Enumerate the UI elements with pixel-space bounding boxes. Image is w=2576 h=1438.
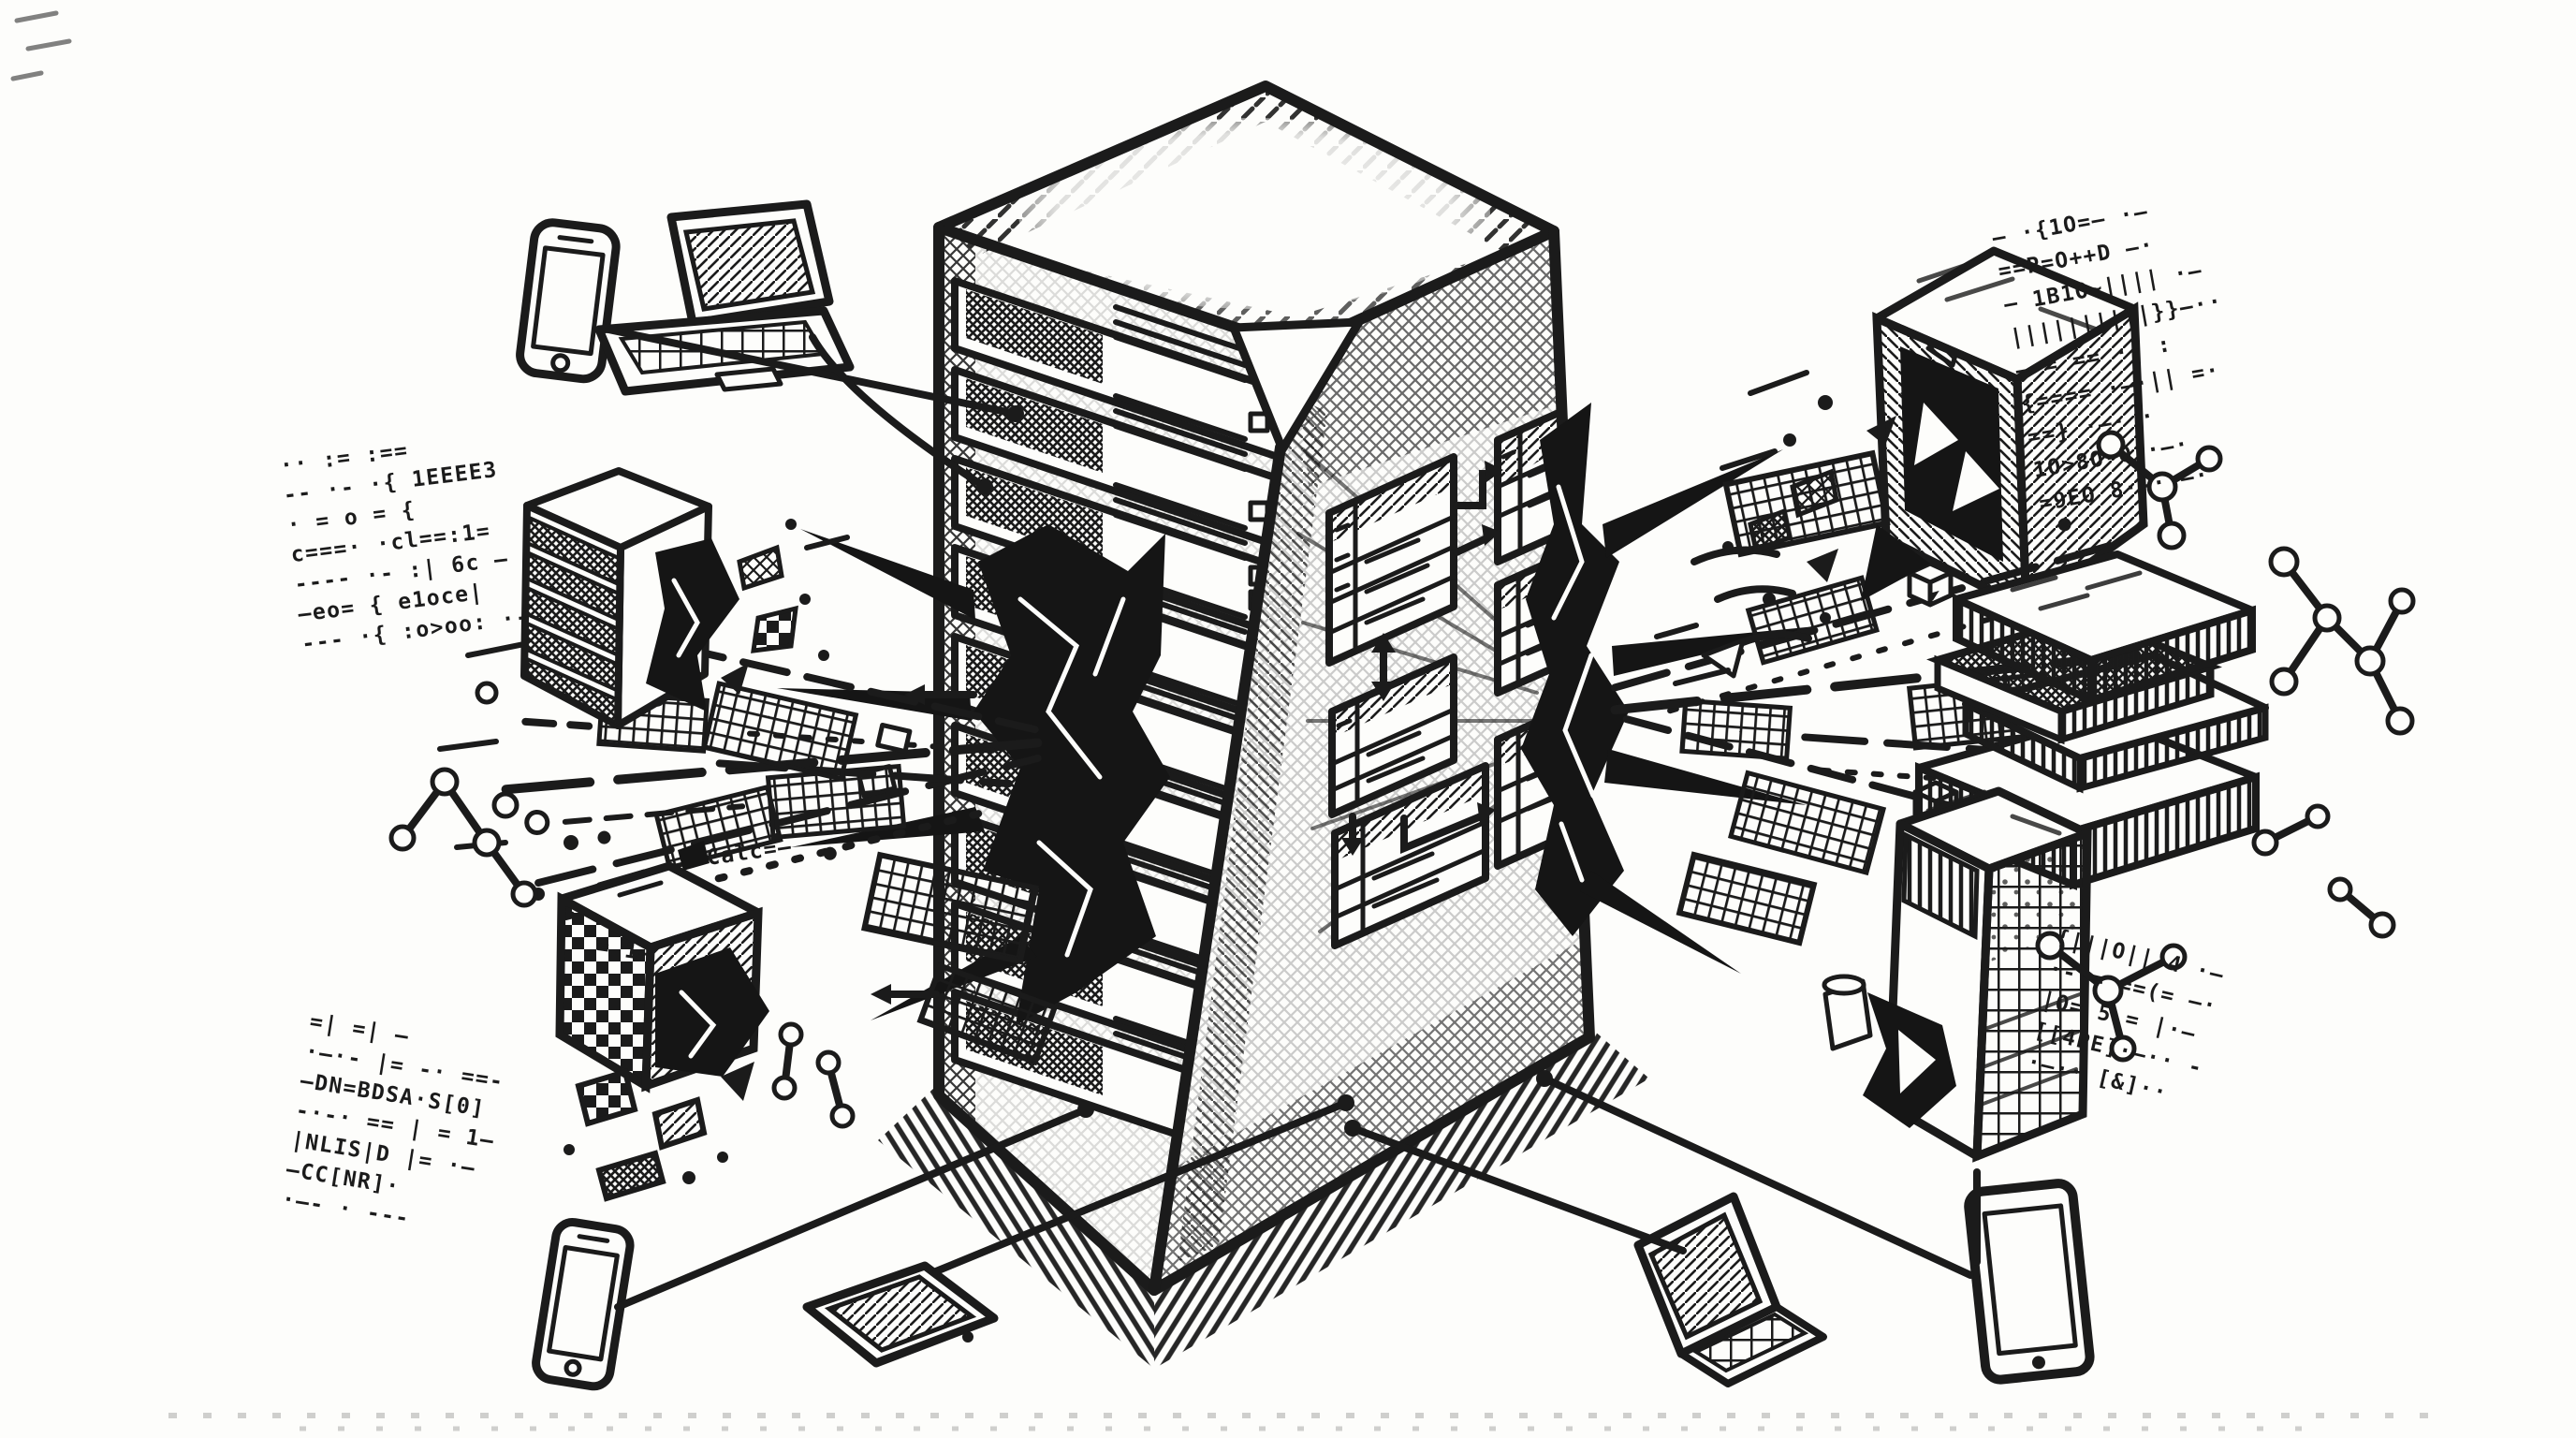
box-debris (1654, 468, 1839, 686)
laptop-keyboard (1691, 1312, 1809, 1373)
er-arrows (1341, 461, 1503, 856)
molecule-graph-right-bottom (2035, 803, 2396, 1063)
books-stack-right (1915, 550, 2269, 890)
server-vents (525, 513, 621, 726)
db-table (1328, 653, 1457, 818)
molecule-graph-right-top (2096, 430, 2223, 550)
torn-hole-right (1521, 403, 1629, 936)
corner-notch (1229, 317, 1364, 454)
stream-grid (860, 851, 1040, 965)
home-button (962, 1331, 973, 1343)
device-laptop-top-left (594, 199, 855, 396)
device-tablet-bottom-right (1964, 1179, 2095, 1385)
home-button (550, 353, 571, 374)
molecule-graph-right-mid (2268, 546, 2416, 736)
stream-arrows (871, 684, 977, 1005)
phone-screen (531, 245, 606, 357)
db-table (1331, 762, 1489, 949)
home-button (564, 1358, 582, 1377)
book (1953, 550, 2256, 707)
base-shadow-right (1154, 1030, 1649, 1369)
broken-server-right (1822, 786, 2092, 1163)
server-break (646, 538, 739, 712)
db-table (1325, 453, 1457, 667)
tablet-screen (1982, 1203, 2078, 1357)
home-button (2031, 1356, 2045, 1370)
vent-stripes (1901, 831, 1980, 940)
connector-lines-top-left (605, 326, 1024, 495)
box-opening (1900, 346, 2003, 562)
front-corner-edge (1149, 442, 1286, 1296)
connector-lines-bottom-right (1344, 1070, 1981, 1279)
phone-screen (547, 1244, 620, 1362)
stream-grid (1676, 851, 1818, 946)
molecule-graph-left (388, 767, 856, 1129)
laptop-screen (682, 218, 816, 312)
tablet-screen (824, 1274, 977, 1353)
server-tower: S1205 |||| (878, 81, 1649, 1369)
rack-server-left (520, 467, 850, 729)
database-table-face (1149, 227, 1594, 1295)
server-fragment (1822, 974, 1873, 1051)
base-shadow-left (878, 1088, 1154, 1369)
cube-break (655, 947, 769, 1077)
tower-top-face (933, 81, 1559, 354)
server-fragments (721, 519, 850, 695)
laptop-touchpad (714, 366, 783, 392)
shattered-cube-left (555, 841, 769, 1202)
corner-marks (10, 10, 72, 81)
device-smartphone-top-left (516, 218, 621, 384)
shattered-device-top-right (1654, 246, 2148, 686)
connector-lines-bottom-left (614, 1094, 1354, 1311)
cube-fragments (564, 1062, 754, 1202)
torn-hole-left (973, 524, 1170, 1025)
device-tablet-bottom-left (802, 1261, 999, 1368)
device-smartphone-bottom-left (532, 1218, 635, 1391)
